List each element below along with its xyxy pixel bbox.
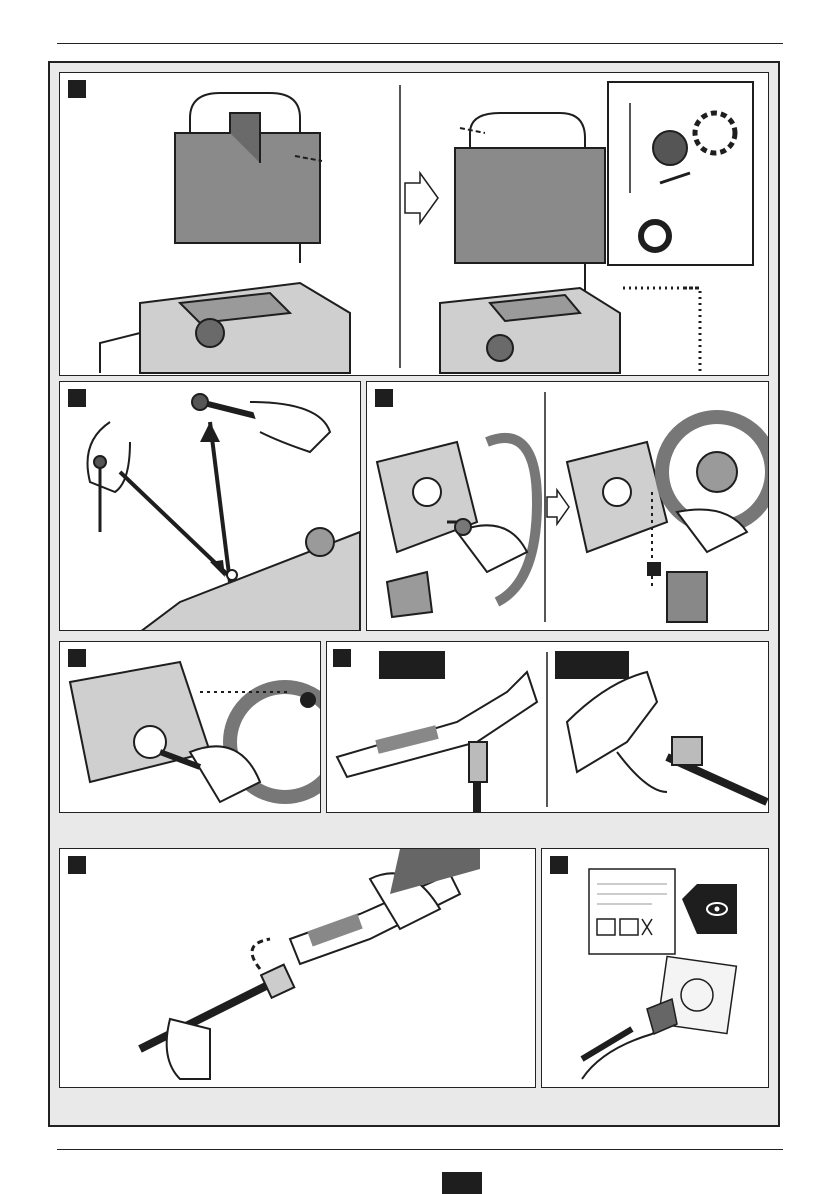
hose-connection-illustration <box>60 642 321 813</box>
panel-6 <box>59 848 536 1088</box>
footer-rule <box>57 1149 783 1150</box>
panel-1 <box>59 72 769 376</box>
eye-icon <box>682 884 737 934</box>
header-rule <box>57 43 783 44</box>
panel-3 <box>366 381 769 631</box>
oil-check-illustration <box>60 382 361 631</box>
panel-5 <box>326 641 769 813</box>
panel-2 <box>59 381 361 631</box>
panel-7 <box>541 848 769 1088</box>
lance-gun-illustration <box>327 642 769 813</box>
rating-plate-illustration <box>542 849 769 1088</box>
nozzle-attachment-illustration <box>60 849 536 1088</box>
handle-assembly-illustration <box>60 73 769 376</box>
arrow-right-icon <box>405 173 438 223</box>
inlet-connection-illustration <box>367 382 769 631</box>
panel-4 <box>59 641 321 813</box>
page-number <box>442 1172 482 1194</box>
illustration-frame <box>48 61 780 1127</box>
